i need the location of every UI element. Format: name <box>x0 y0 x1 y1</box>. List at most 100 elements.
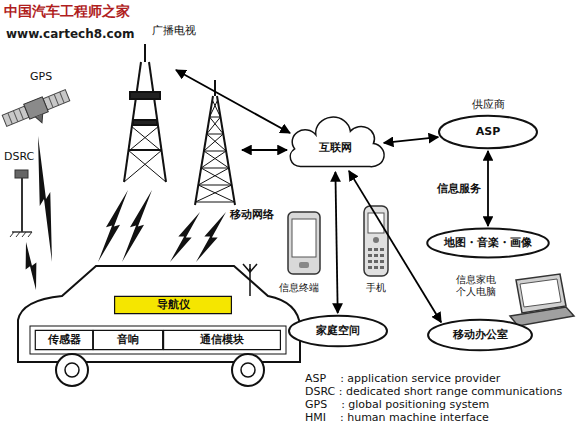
connector-arrow <box>384 137 438 143</box>
node-label: 地图・音楽・画像 <box>444 236 532 249</box>
mobile-network-tower <box>195 100 234 202</box>
mobile-phone-icon <box>380 260 384 263</box>
wireless-signal <box>122 190 152 262</box>
broadcast-link-arrow <box>176 70 290 133</box>
mobile-phone-icon <box>380 266 384 269</box>
mobile-office-ellipse: 移动办公室 <box>427 319 533 351</box>
device-label: 信息终端 <box>279 282 319 294</box>
gps-satellite <box>60 92 64 103</box>
car-body <box>18 266 300 386</box>
mobile-network-tower <box>195 185 231 202</box>
node-label: ASP <box>476 125 501 138</box>
broadcast-tower <box>124 44 166 182</box>
mobile-phone-icon <box>368 254 372 257</box>
abbreviation-note: DSRC : dedicated short range communicati… <box>305 385 562 398</box>
broadcast-tower <box>124 150 162 182</box>
gps-satellite <box>24 97 49 119</box>
connector-arrow <box>349 171 441 322</box>
laptop-icon <box>516 274 566 313</box>
watermark: www.cartech8.com <box>6 27 134 41</box>
connector-arrow <box>335 172 337 313</box>
mobile-network-tower <box>201 168 232 185</box>
internet-cloud: 互联网 <box>287 126 383 170</box>
car-body <box>56 354 88 386</box>
dsrc-roadside-unit <box>22 232 26 237</box>
mobile-phone-icon <box>374 266 378 269</box>
mobile-network-tower <box>204 134 223 151</box>
car-body <box>232 354 264 386</box>
car-antenna <box>249 264 251 272</box>
info-terminal-icon <box>292 219 316 257</box>
mobile-link-arrow <box>242 149 287 151</box>
tower-label: 广播电视 <box>152 24 196 37</box>
dsrc-roadside-unit <box>15 170 28 178</box>
info-terminal-icon <box>288 212 320 274</box>
content-ellipse: 地图・音楽・画像 <box>426 228 550 258</box>
info-terminal-icon <box>299 262 309 268</box>
car-body <box>30 326 286 354</box>
device-label: 信息家电 个人电脑 <box>452 274 500 298</box>
node-label: 传感器 <box>48 333 81 346</box>
tower-label: 移动网络 <box>230 208 274 221</box>
node-label: 音响 <box>117 333 139 346</box>
node-label: 家庭空间 <box>316 324 360 337</box>
mobile-network-tower <box>195 202 234 203</box>
mobile-network-tower <box>210 100 218 117</box>
gps-satellite <box>1 88 73 136</box>
dsrc-roadside-unit <box>10 170 32 237</box>
mobile-network-tower <box>201 151 226 168</box>
broadcast-tower <box>130 126 159 150</box>
mobile-phone-icon <box>380 254 384 257</box>
node-label: 移动办公室 <box>453 328 508 341</box>
car-body <box>65 363 79 377</box>
mobile-network-tower <box>210 117 221 118</box>
broadcast-tower <box>128 149 162 151</box>
sensor-box: 传感器 <box>35 330 93 350</box>
wireless-signal <box>38 136 52 262</box>
mobile-phone-icon <box>368 248 372 251</box>
broadcast-tower <box>128 150 166 182</box>
dsrc-roadside-unit <box>16 232 20 237</box>
broadcast-tower <box>133 120 157 125</box>
broadcast-tower <box>130 92 160 99</box>
mobile-network-tower <box>207 134 226 151</box>
broadcast-tower <box>131 126 160 150</box>
edge-label: 信息服务 <box>436 182 482 195</box>
gps-satellite <box>2 106 29 126</box>
gps-satellite <box>13 111 17 122</box>
gps-satellite <box>49 96 53 107</box>
info-terminal-icon <box>288 212 320 274</box>
dsrc-roadside-unit <box>10 232 14 237</box>
mobile-network-tower <box>201 168 229 169</box>
dsrc-roadside-unit <box>12 231 32 233</box>
gps-satellite <box>35 114 45 124</box>
wireless-signal <box>196 212 226 262</box>
mobile-network-tower <box>198 168 229 185</box>
broadcast-tower <box>144 44 146 62</box>
satellite-label: GPS <box>30 70 52 83</box>
mobile-network-tower <box>214 80 216 96</box>
abbreviation-note: HMI : human machine interface <box>305 411 489 424</box>
gps-satellite <box>19 108 23 119</box>
gps-satellite <box>43 90 70 110</box>
abbreviation-note: GPS : global positioning system <box>305 398 489 411</box>
mobile-network-tower <box>207 134 224 135</box>
comm-module-box: 通信模块 <box>163 330 281 350</box>
mobile-phone-icon <box>374 254 378 257</box>
laptop-icon <box>510 307 574 326</box>
gps-satellite <box>8 113 12 124</box>
car-antenna <box>243 264 257 272</box>
connector-arrow <box>487 151 489 226</box>
audio-box: 音响 <box>93 330 163 350</box>
device-label: 手机 <box>366 282 386 294</box>
provider-ellipse: 供应商ASP <box>438 115 538 149</box>
wireless-signal <box>98 190 128 262</box>
laptop-icon <box>520 279 561 307</box>
car-body <box>241 363 255 377</box>
mobile-phone-icon <box>374 260 378 263</box>
car-body <box>18 266 300 362</box>
mobile-phone-icon <box>368 260 372 263</box>
node-label: 通信模块 <box>200 333 244 346</box>
